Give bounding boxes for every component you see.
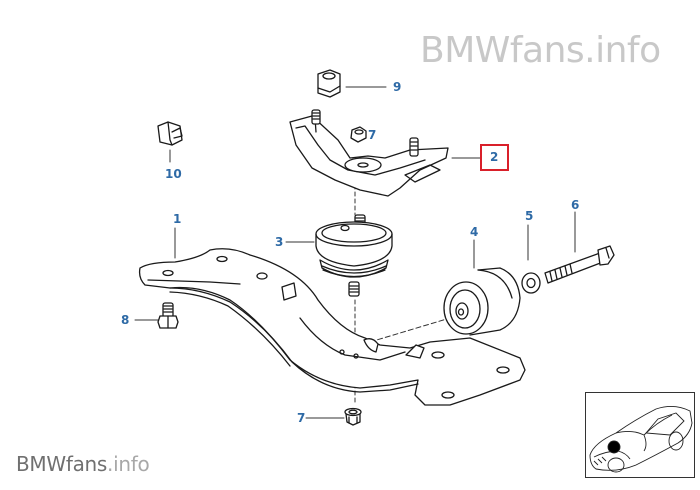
part-1-crossmember: [138, 248, 526, 406]
part-10-clip: [157, 121, 183, 146]
car-location-thumbnail: [585, 392, 695, 478]
part-2-bracket: [289, 109, 449, 197]
part-5-washer: [521, 272, 541, 294]
leader-lines: [134, 86, 576, 419]
callout-5[interactable]: 5: [525, 209, 534, 223]
callout-3[interactable]: 3: [275, 235, 284, 249]
watermark-top: BMWfans.info: [420, 30, 661, 71]
part-7-nut-bottom: [344, 407, 362, 426]
callout-8[interactable]: 8: [121, 313, 130, 327]
callout-1[interactable]: 1: [173, 212, 182, 226]
part-7-nut-top: [350, 126, 367, 143]
watermark-bottom: BMWfans.info: [16, 452, 150, 476]
part-8-stud: [157, 302, 179, 329]
callout-4[interactable]: 4: [470, 225, 479, 239]
highlight-box-2: [480, 144, 509, 171]
car-outline-icon: [589, 406, 693, 473]
location-marker-icon: [607, 440, 621, 454]
watermark-brand: BMWfans: [16, 452, 108, 476]
part-6-bolt: [544, 245, 615, 284]
callout-7-top[interactable]: 7: [368, 128, 377, 142]
part-3-mount: [315, 214, 393, 297]
callout-10[interactable]: 10: [165, 167, 182, 181]
part-9-nut: [317, 69, 341, 98]
callout-6[interactable]: 6: [571, 198, 580, 212]
callout-9[interactable]: 9: [393, 80, 402, 94]
callout-2[interactable]: 2: [490, 150, 499, 164]
callout-7-bottom[interactable]: 7: [297, 411, 306, 425]
watermark-tld: .info: [107, 452, 150, 476]
part-4-bushing: [443, 267, 521, 336]
